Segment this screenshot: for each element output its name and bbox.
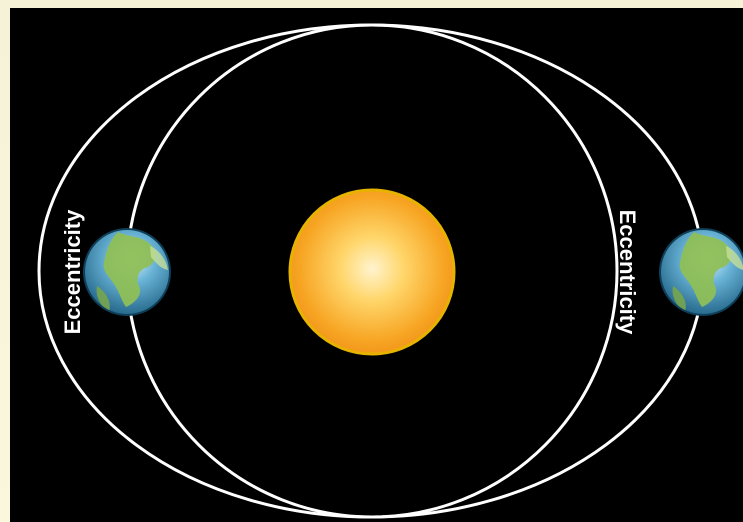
earth-left [83,228,171,316]
sun [288,188,456,356]
eccentricity-label-left: Eccentricity [60,209,85,334]
earth-right [659,228,743,316]
eccentricity-label-right: Eccentricity [615,210,640,335]
